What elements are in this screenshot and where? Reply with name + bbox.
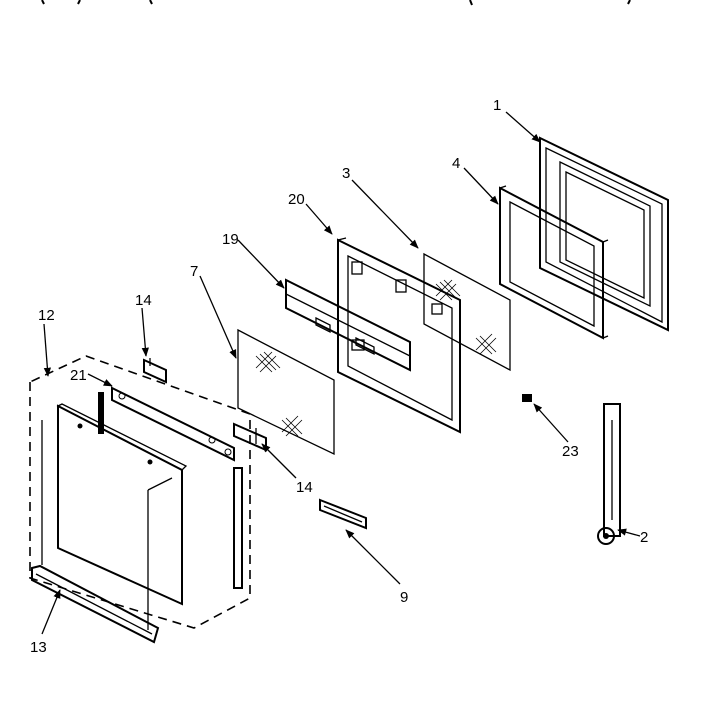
label-part-20: 20 — [288, 191, 305, 208]
part-13-bottom-trim — [31, 564, 160, 644]
part-19-bracket — [285, 278, 411, 372]
leader-lines — [41, 111, 641, 635]
label-part-14-top: 14 — [135, 292, 152, 309]
part-2-hinge — [597, 403, 621, 545]
top-edge-marks — [41, 0, 631, 6]
label-part-14-lower: 14 — [296, 479, 313, 496]
part-4-door-frame — [499, 185, 609, 340]
label-part-1: 1 — [493, 97, 501, 114]
label-part-3: 3 — [342, 165, 350, 182]
part-7-glass-panel — [237, 328, 335, 456]
label-part-21: 21 — [70, 367, 87, 384]
part-9-bar — [319, 498, 367, 530]
label-part-13: 13 — [30, 639, 47, 656]
part-14-clip-top — [143, 358, 167, 384]
label-part-2: 2 — [640, 529, 648, 546]
part-3-inner-glass — [423, 252, 511, 372]
label-part-4: 4 — [452, 155, 460, 172]
label-part-23: 23 — [562, 443, 579, 460]
label-part-7: 7 — [190, 263, 198, 280]
part-20-inner-frame — [337, 237, 461, 434]
part-21-trim-strip — [98, 386, 235, 462]
label-part-12: 12 — [38, 307, 55, 324]
label-part-19: 19 — [222, 231, 239, 248]
part-23-clip — [522, 394, 532, 402]
label-part-9: 9 — [400, 589, 408, 606]
part-12-door-assembly — [29, 355, 251, 630]
